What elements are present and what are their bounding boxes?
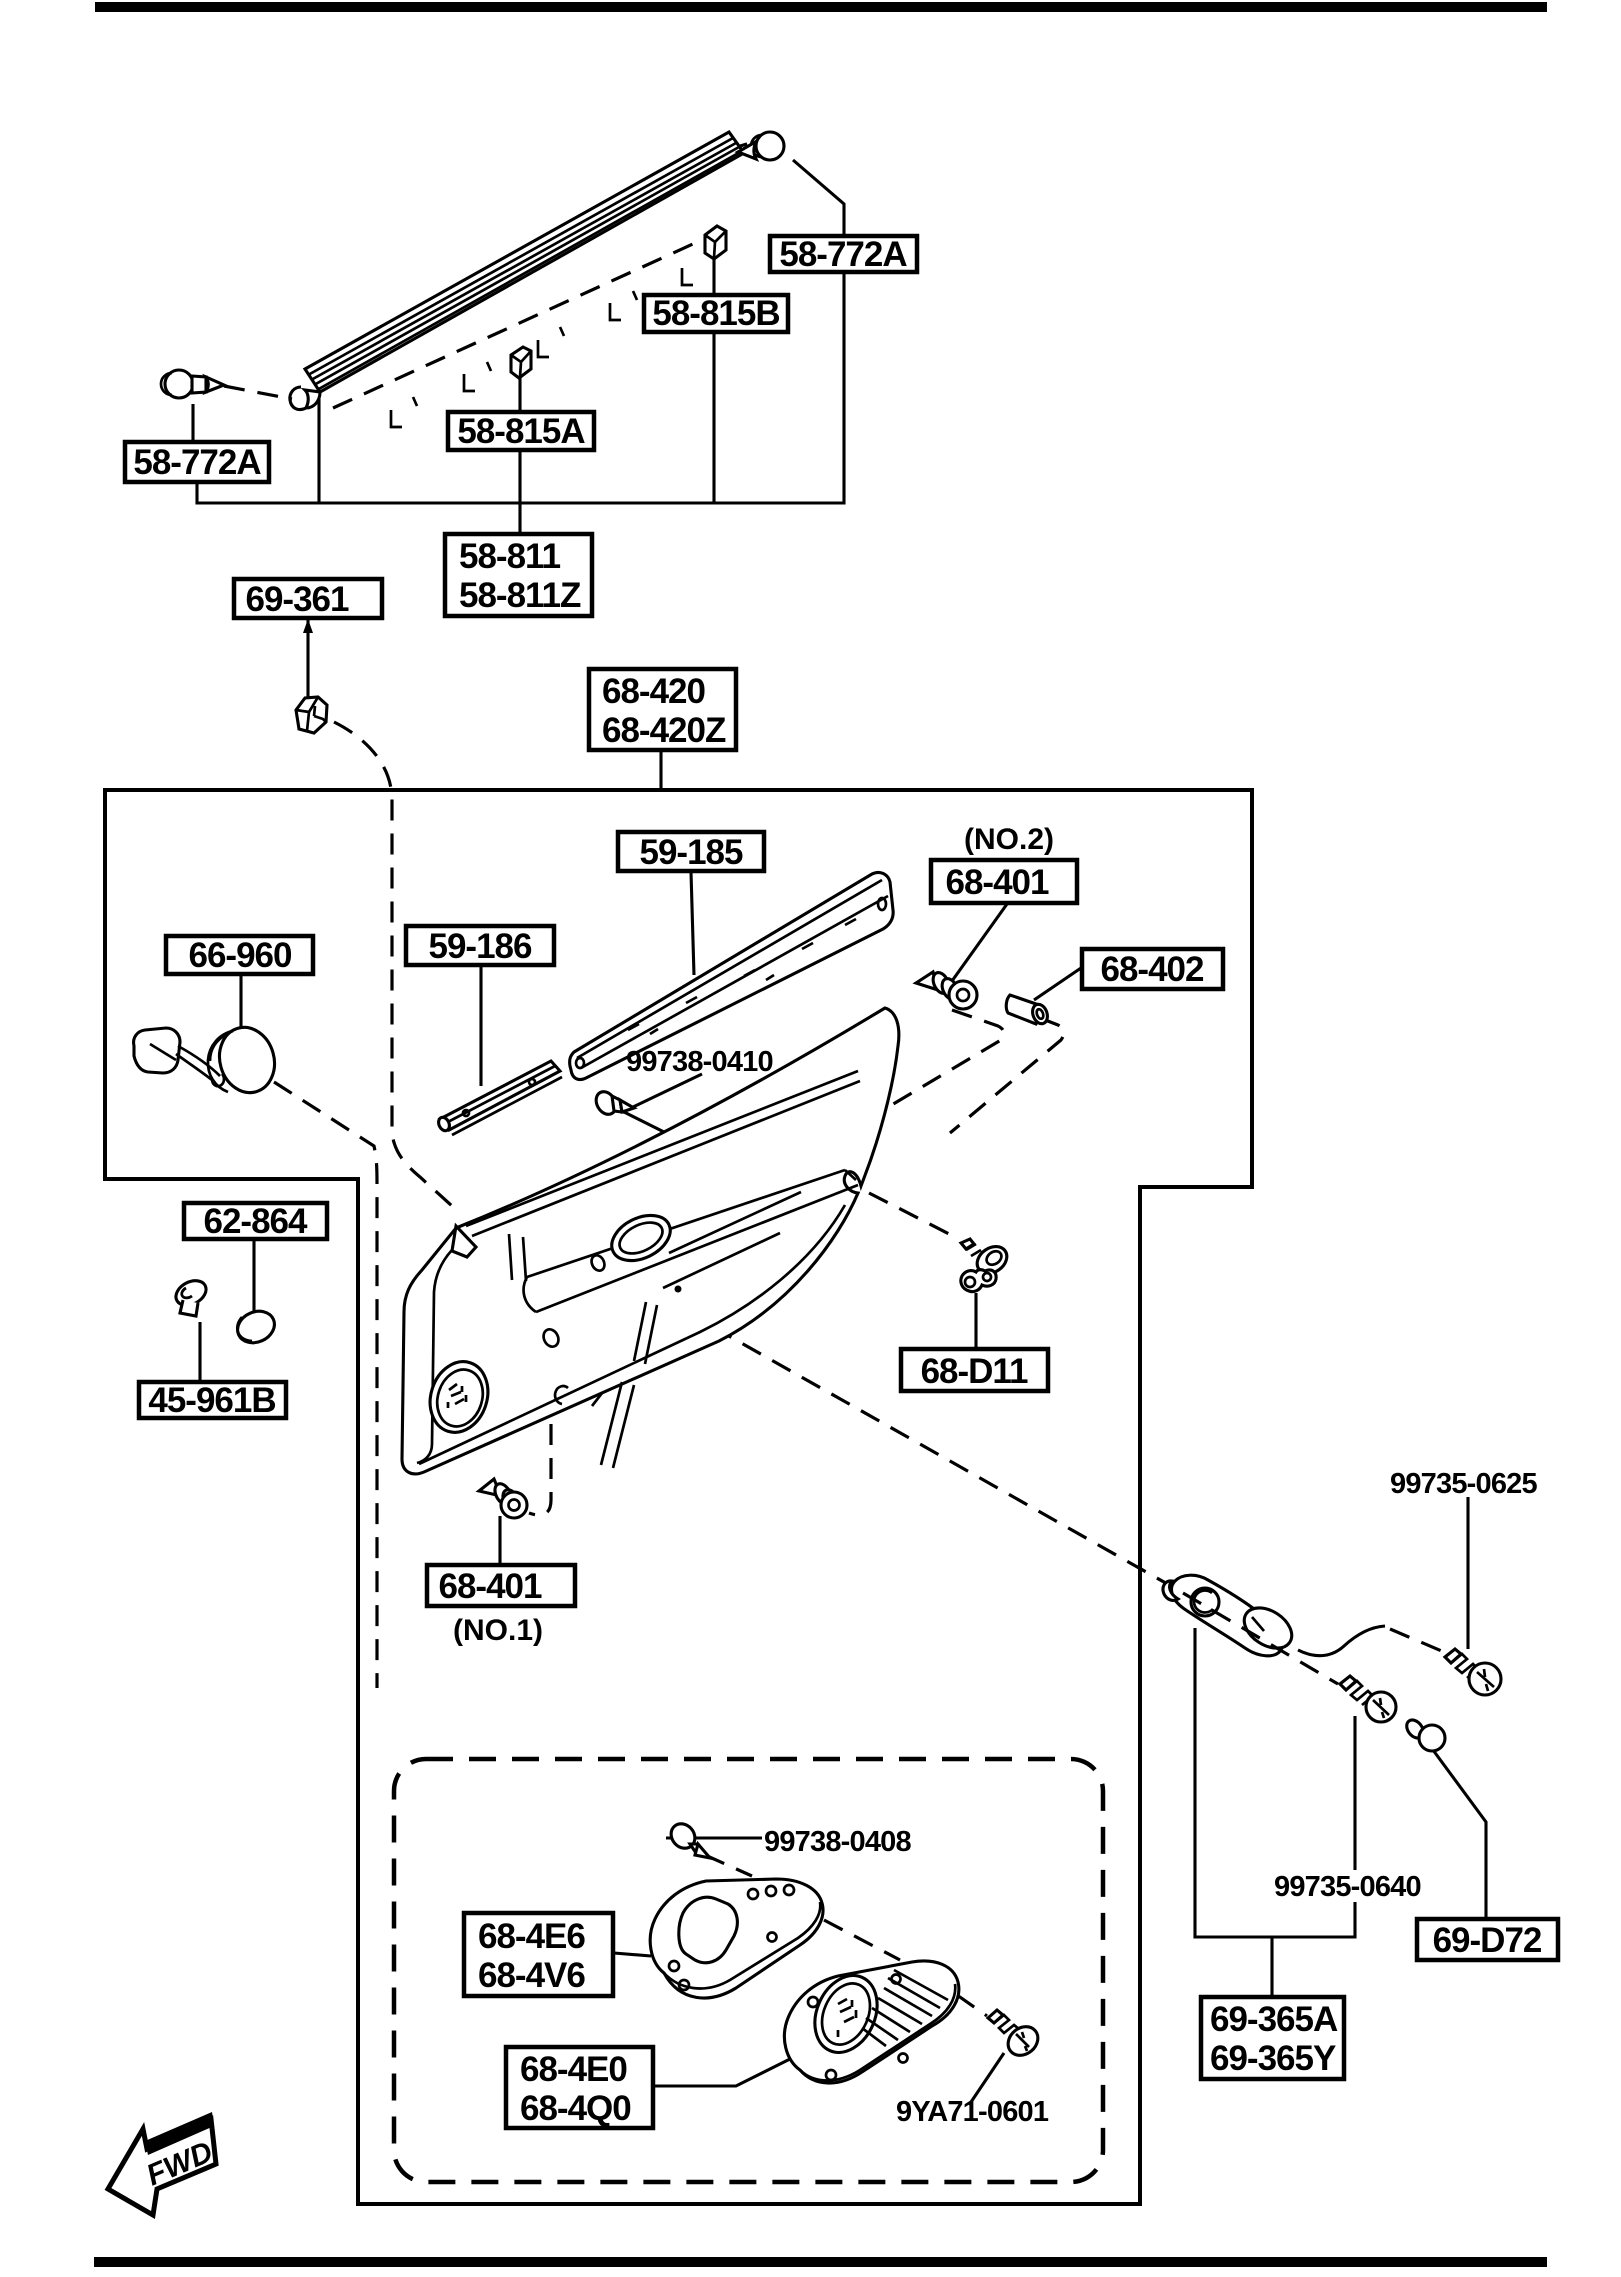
svg-text:68-4E0: 68-4E0 <box>520 2050 627 2089</box>
svg-text:66-960: 66-960 <box>189 936 293 975</box>
svg-text:59-186: 59-186 <box>429 927 533 966</box>
svg-text:99735-0625: 99735-0625 <box>1390 1468 1537 1500</box>
svg-text:59-185: 59-185 <box>640 833 744 872</box>
svg-text:45-961B: 45-961B <box>148 1381 275 1420</box>
svg-text:69-D72: 69-D72 <box>1433 1921 1542 1960</box>
svg-text:99738-0410: 99738-0410 <box>626 1046 773 1078</box>
svg-text:68-4E6: 68-4E6 <box>478 1917 585 1956</box>
svg-text:68-4Q0: 68-4Q0 <box>520 2089 631 2128</box>
svg-text:(NO.2): (NO.2) <box>964 823 1054 856</box>
svg-text:62-864: 62-864 <box>204 1202 309 1241</box>
svg-text:58-772A: 58-772A <box>779 235 907 274</box>
svg-text:69-365Y: 69-365Y <box>1210 2039 1336 2078</box>
svg-text:68-420Z: 68-420Z <box>602 711 726 750</box>
svg-text:68-4V6: 68-4V6 <box>478 1956 585 1995</box>
svg-text:58-811Z: 58-811Z <box>459 576 581 615</box>
svg-text:68-401: 68-401 <box>946 863 1050 902</box>
svg-text:68-D11: 68-D11 <box>921 1352 1028 1391</box>
svg-text:9YA71-0601: 9YA71-0601 <box>896 2096 1049 2128</box>
svg-text:68-402: 68-402 <box>1101 950 1205 989</box>
svg-text:69-361: 69-361 <box>246 580 350 619</box>
svg-text:58-815A: 58-815A <box>457 412 585 451</box>
svg-text:(NO.1): (NO.1) <box>453 1614 543 1647</box>
svg-text:68-420: 68-420 <box>602 672 706 711</box>
svg-text:69-365A: 69-365A <box>1210 2000 1338 2039</box>
svg-text:58-811: 58-811 <box>459 537 561 576</box>
svg-text:58-772A: 58-772A <box>133 443 261 482</box>
svg-text:99738-0408: 99738-0408 <box>764 1826 911 1858</box>
svg-text:58-815B: 58-815B <box>652 294 779 333</box>
svg-text:99735-0640: 99735-0640 <box>1274 1871 1421 1903</box>
svg-text:68-401: 68-401 <box>439 1567 543 1606</box>
